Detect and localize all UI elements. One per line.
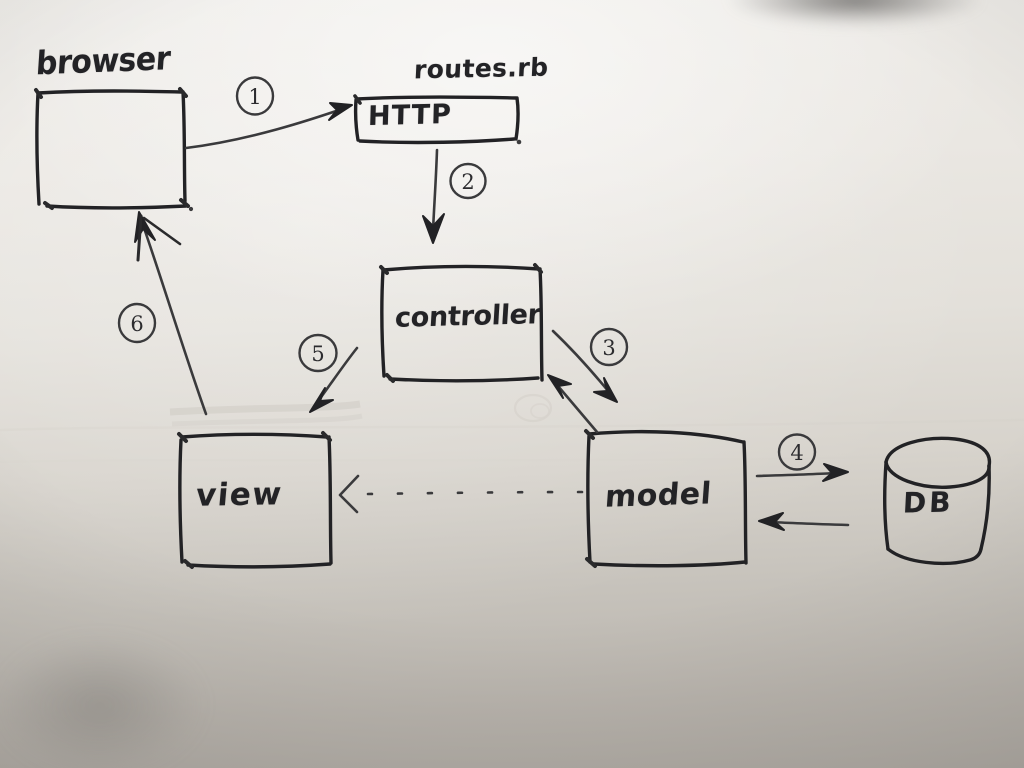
step-marker-4: 4 (777, 433, 817, 471)
node-browser (34, 87, 194, 212)
step-marker-1-text: 1 (248, 85, 261, 109)
edge-6-view-to-browser (134, 211, 208, 416)
step-marker-3: 3 (589, 327, 629, 367)
step-marker-2: 2 (449, 162, 487, 200)
node-view (177, 431, 333, 569)
node-db (882, 436, 992, 566)
edge-1-browser-to-http (184, 102, 353, 150)
edge-model-to-view-dashed (338, 474, 584, 514)
node-model (584, 429, 748, 568)
step-marker-1: 1 (235, 76, 275, 116)
step-marker-6-text: 6 (130, 312, 143, 336)
edge-3-controller-model (547, 329, 618, 434)
step-marker-5-text: 5 (311, 342, 324, 366)
node-controller (379, 263, 544, 383)
step-marker-6: 6 (117, 302, 157, 344)
edge-4-model-db (755, 463, 850, 531)
edge-2-http-to-controller (422, 148, 445, 244)
step-marker-2-text: 2 (461, 170, 474, 194)
step-marker-5: 5 (298, 333, 338, 373)
node-http (353, 94, 522, 145)
step-marker-3-text: 3 (602, 336, 615, 360)
edge-5-controller-to-view (309, 346, 359, 413)
step-marker-4-text: 4 (790, 441, 803, 465)
